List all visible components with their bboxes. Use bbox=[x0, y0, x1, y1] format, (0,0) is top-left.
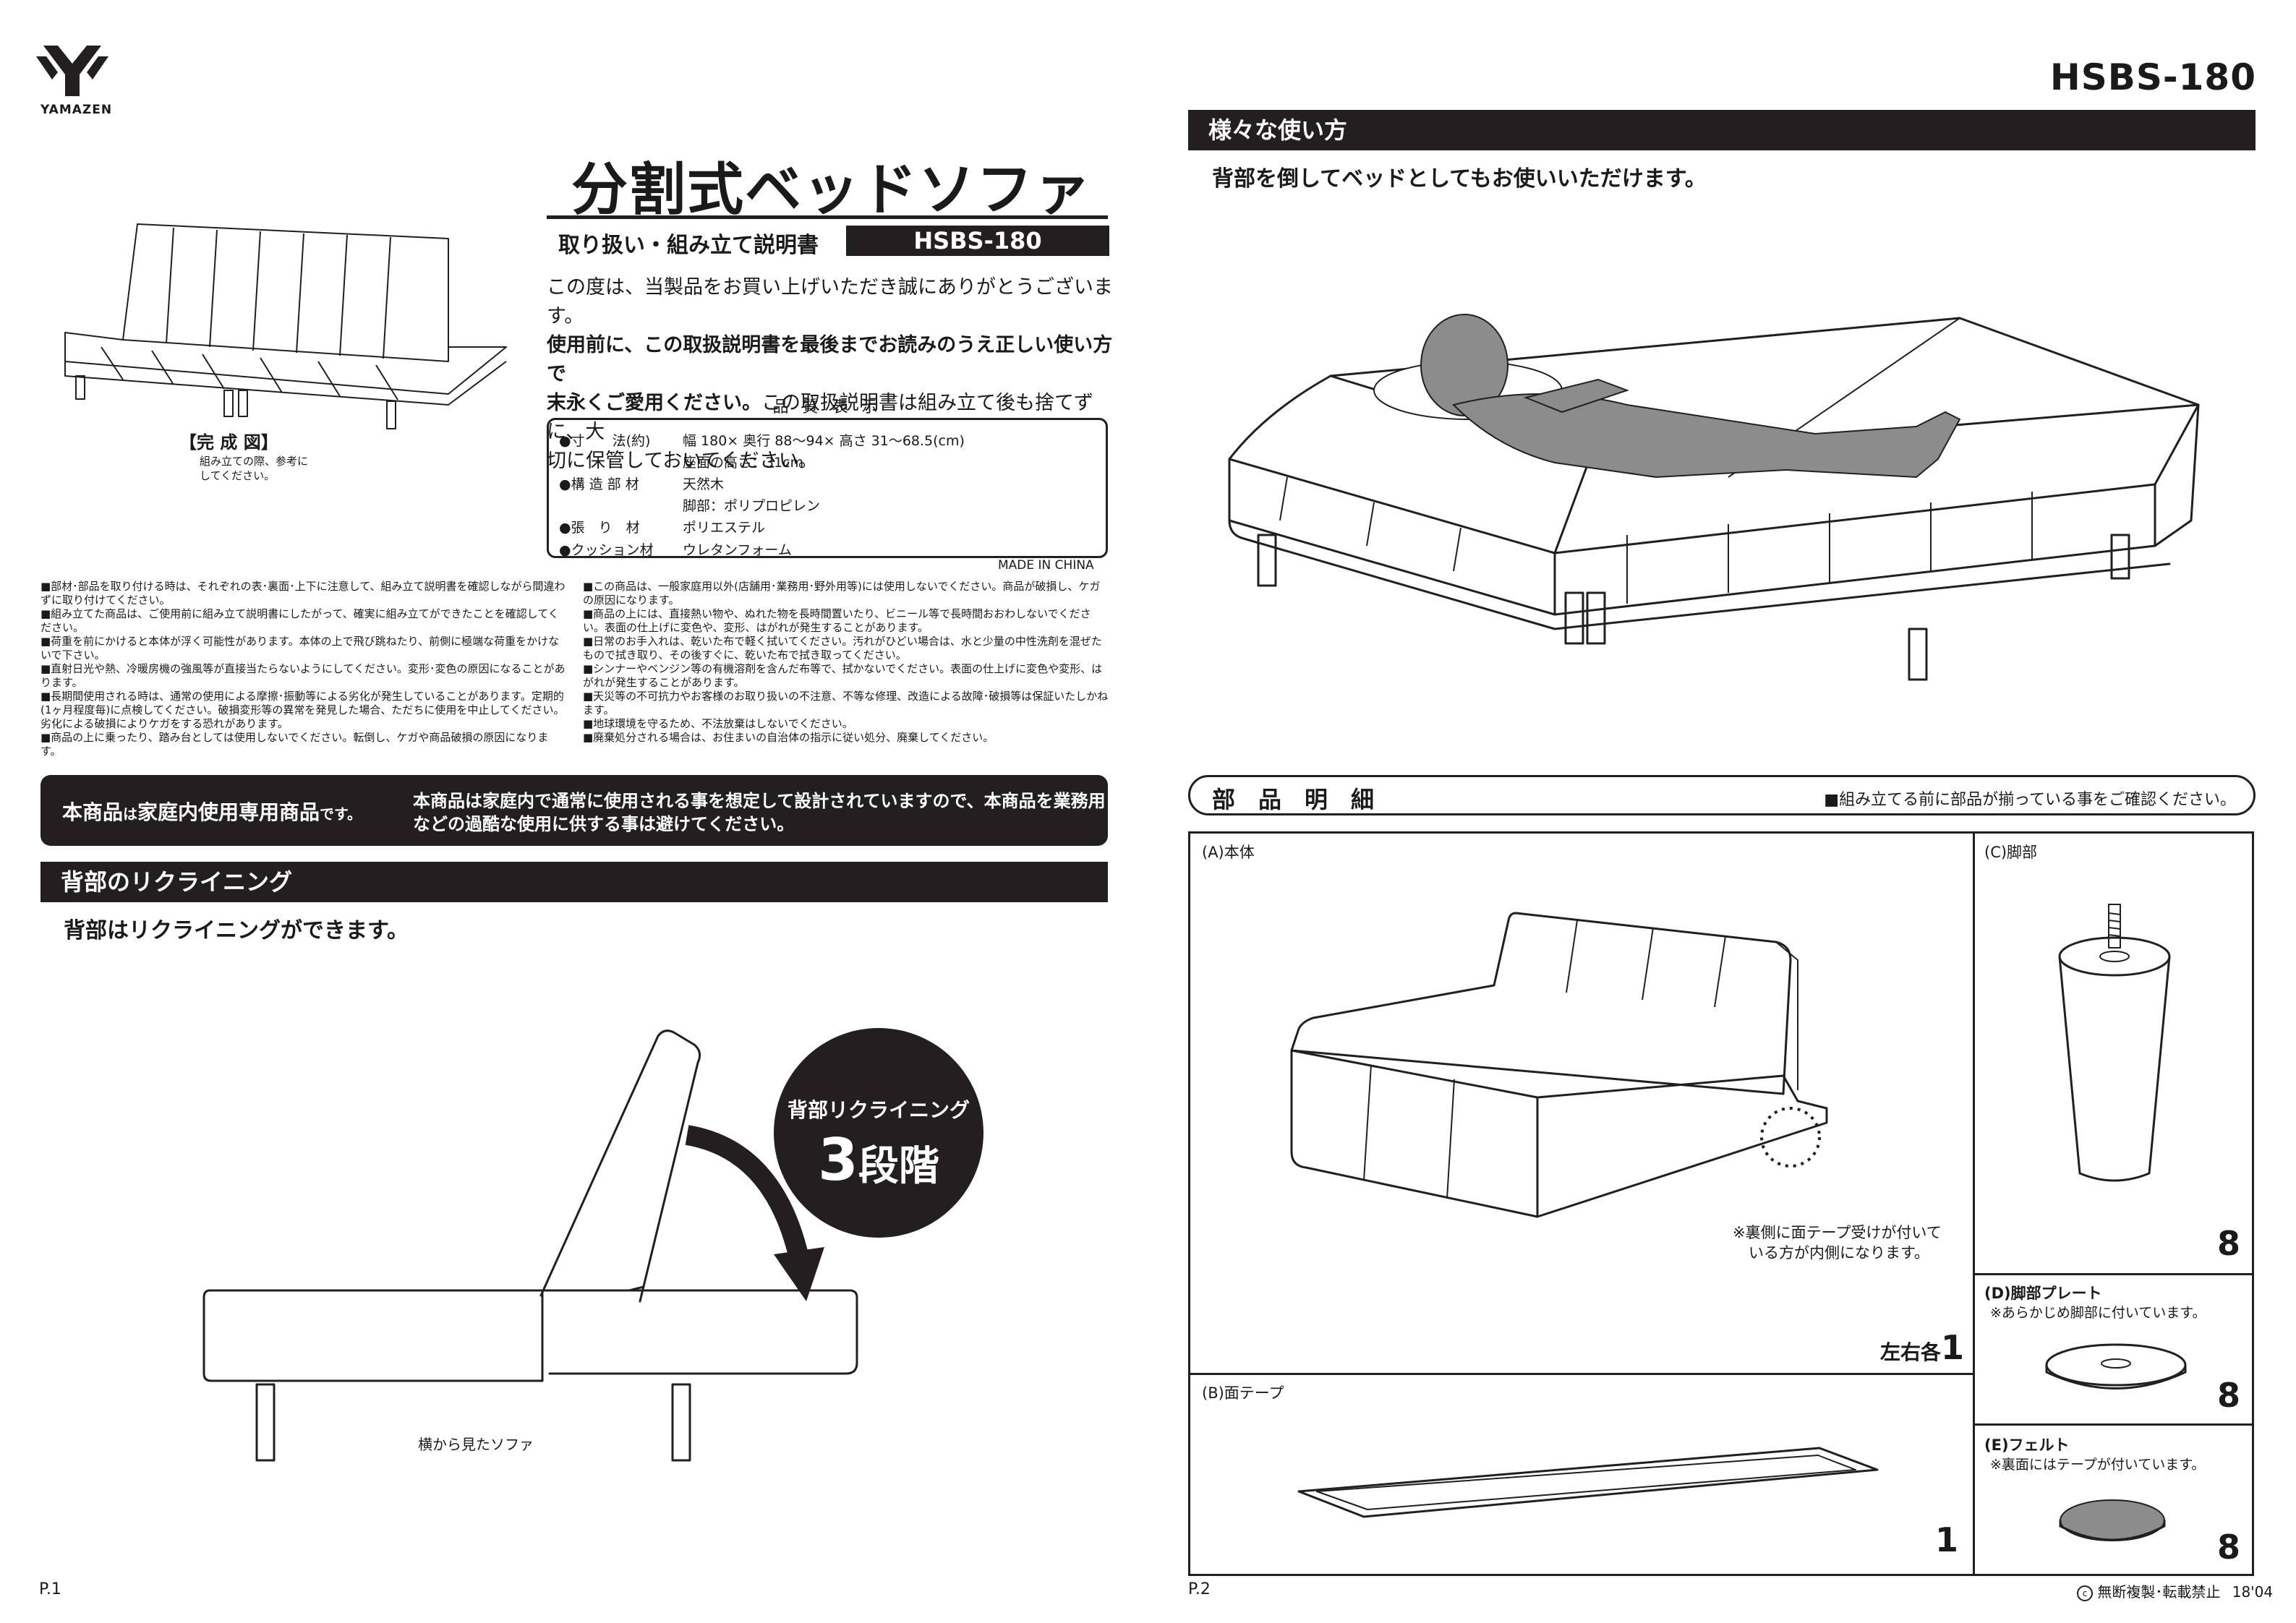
quality-row: ●張 り 材ポリエステル bbox=[559, 520, 766, 536]
part-b-tape-figure bbox=[1297, 1447, 1879, 1518]
part-c-count: 8 bbox=[2217, 1224, 2241, 1263]
parts-header: 部 品 明 細 ■組み立てる前に部品が揃っている事をご確認ください。 bbox=[1188, 775, 2256, 815]
part-d-label: (D)脚部プレート bbox=[1984, 1285, 2102, 1302]
cautions-left: ■部材･部品を取り付ける時は、それぞれの表･裏面･上下に注意して、組み立て説明書… bbox=[40, 580, 568, 758]
part-a-sofa-figure bbox=[1290, 912, 1828, 1218]
intro-line-4: 切に保管しておいてください。 bbox=[547, 450, 818, 472]
reclining-header: 背部のリクライニング bbox=[40, 862, 1108, 902]
completed-label: 【完 成 図】 bbox=[179, 432, 278, 453]
badge-line-1: 背部リクライニング bbox=[787, 1098, 970, 1122]
intro-line-1: この度は、当製品をお買い上げいただき誠にありがとうございます。 bbox=[547, 276, 1113, 327]
product-title: 分割式ベッドソファ bbox=[571, 158, 1092, 223]
part-e-note: ※裏面にはテープが付いています。 bbox=[1990, 1457, 2206, 1473]
quality-row: ●クッション材ウレタンフォーム bbox=[559, 542, 792, 558]
home-use-banner: 本商品は家庭内使用専用商品です。 本商品は家庭内で通常に使用される事を想定して設… bbox=[40, 775, 1108, 846]
intro-line-3-rest: この取扱説明書は組み立て後も捨てずに、大 bbox=[547, 392, 1093, 443]
parts-title: 部 品 明 細 bbox=[1212, 786, 1375, 813]
part-c-label: (C)脚部 bbox=[1984, 844, 2038, 861]
grid-vline bbox=[1973, 834, 1975, 1574]
parts-grid: (A)本体 ※裏側に面テープ受けが付いて いる方が内側になります。 左右各1 (… bbox=[1188, 831, 2254, 1576]
part-e-felt-figure bbox=[2059, 1499, 2166, 1541]
part-b-count: 1 bbox=[1935, 1520, 1959, 1559]
home-use-title: 本商品は家庭内使用専用商品です。 bbox=[62, 800, 362, 824]
brand-logo: YAMAZEN bbox=[36, 42, 111, 121]
intro-line-3: 末永くご愛用ください。この取扱説明書は組み立て後も捨てずに、大 bbox=[547, 389, 1125, 447]
brand-name: YAMAZEN bbox=[40, 103, 113, 117]
parts-note: ■組み立てる前に部品が揃っている事をご確認ください。 bbox=[1824, 791, 2236, 809]
caution-item: ■商品の上には、直接熱い物や、ぬれた物を長時間置いたり、ビニール等で長時間おおわ… bbox=[583, 607, 1091, 634]
part-a-note: ※裏側に面テープ受けが付いて いる方が内側になります。 bbox=[1733, 1224, 1942, 1262]
home-use-text: 本商品は家庭内で通常に使用される事を想定して設計されていますので、本商品を業務用… bbox=[413, 791, 1106, 834]
part-b-label: (B)面テープ bbox=[1202, 1384, 1284, 1402]
badge-steps: 3段階 bbox=[818, 1126, 939, 1194]
caution-item: ■荷重を前にかけると本体が浮く可能性があります。本体の上で飛び跳ねたり、前側に極… bbox=[40, 635, 560, 661]
caution-item: ■シンナーやベンジン等の有機溶剤を含んだ布等で、拭かないでください。表面の仕上げ… bbox=[583, 662, 1103, 689]
grid-hline-a bbox=[1190, 1373, 1973, 1375]
origin-label: MADE IN CHINA bbox=[998, 558, 1094, 573]
part-a-count: 左右各1 bbox=[1879, 1328, 1964, 1367]
yamazen-logo-icon bbox=[36, 46, 108, 96]
caution-item: ■この商品は、一般家庭用以外(店舗用･業務用･野外用等)には使用しないでください… bbox=[583, 580, 1101, 607]
usage-header: 様々な使い方 bbox=[1188, 110, 2256, 150]
quality-row: ●寸 法(約)幅 180× 奥行 88～94× 高さ 31～68.5(cm) bbox=[559, 433, 965, 449]
model-tag: HSBS-180 bbox=[846, 226, 1109, 256]
reclining-text: 背部はリクライニングができます。 bbox=[64, 918, 409, 943]
usage-text: 背部を倒してベッドとしてもお使いいただけます。 bbox=[1212, 166, 1707, 192]
caution-item: ■地球環境を守るため、不法放棄はしないでください。 bbox=[583, 717, 853, 730]
part-c-leg-figure bbox=[2058, 904, 2171, 1182]
caution-item: ■直射日光や熱、冷暖房機の強風等が直接当たらないようにしてください。変形･変色の… bbox=[40, 662, 566, 689]
part-d-plate-figure bbox=[2045, 1343, 2187, 1389]
quality-box: ●寸 法(約)幅 180× 奥行 88～94× 高さ 31～68.5(cm) 座… bbox=[547, 418, 1108, 558]
title-rule bbox=[547, 215, 1108, 219]
quality-row: ●構 造 部 材天然木 bbox=[559, 476, 725, 492]
side-view-caption: 横から見たソファ bbox=[418, 1436, 534, 1453]
caution-item: ■長期間使用される時は、通常の使用による摩擦･振動等による劣化が発生していること… bbox=[40, 690, 565, 730]
caution-item: ■廃棄処分される場合は、お住まいの自治体の指示に従い処分、廃棄してください。 bbox=[583, 731, 994, 744]
caution-item: ■部材･部品を取り付ける時は、それぞれの表･裏面･上下に注意して、組み立て説明書… bbox=[40, 580, 566, 607]
page-number-2: P.2 bbox=[1188, 1580, 1211, 1598]
copyright-icon: c bbox=[2077, 1585, 2093, 1601]
intro-line-3-bold: 末永くご愛用ください。 bbox=[547, 392, 761, 414]
completed-sofa-figure bbox=[64, 223, 507, 429]
lying-person-silhouette bbox=[1420, 314, 1961, 479]
bed-with-person-figure bbox=[1228, 314, 2200, 681]
grid-hline-c bbox=[1975, 1273, 2253, 1275]
copyright-line: c 無断複製･転載禁止 18'04 bbox=[2077, 1580, 2273, 1601]
page-number-1: P.1 bbox=[39, 1580, 61, 1598]
caution-item: ■組み立てた商品は、ご使用前に組み立て説明書にしたがって、確実に組み立てができた… bbox=[40, 607, 559, 634]
side-view-sofa-figure bbox=[202, 1029, 858, 1462]
product-subtitle: 取り扱い・組み立て説明書 bbox=[558, 233, 819, 258]
caution-item: ■日常のお手入れは、乾いた布で軽く拭いてください。汚れがひどい場合は、水と少量の… bbox=[583, 635, 1102, 661]
quality-row: 座面の高さ：31cm bbox=[683, 455, 804, 471]
part-d-note: ※あらかじめ脚部に付いています。 bbox=[1990, 1305, 2206, 1321]
quality-table: ●寸 法(約)幅 180× 奥行 88～94× 高さ 31～68.5(cm) 座… bbox=[559, 429, 965, 560]
quality-row: 脚部：ポリプロピレン bbox=[683, 498, 821, 514]
part-e-count: 8 bbox=[2217, 1528, 2241, 1567]
part-a-label: (A)本体 bbox=[1202, 844, 1255, 861]
curved-arrow-icon bbox=[685, 1125, 824, 1301]
model-number-header: HSBS-180 bbox=[2049, 56, 2256, 98]
intro-line-2: 使用前に、この取扱説明書を最後までお読みのうえ正しい使い方で bbox=[547, 334, 1113, 385]
part-e-label: (E)フェルト bbox=[1984, 1436, 2070, 1454]
caution-item: ■商品の上に乗ったり、踏み台としては使用しないでください。転倒し、ケガや商品破損… bbox=[40, 731, 549, 758]
completed-note: 組み立ての際、参考にしてください。 bbox=[200, 455, 309, 482]
part-d-count: 8 bbox=[2217, 1376, 2241, 1415]
quality-title: 品 質 表 示 bbox=[772, 398, 882, 416]
reclining-badge: 背部リクライニング 3段階 bbox=[774, 1028, 983, 1238]
intro-text: この度は、当製品をお買い上げいただき誠にありがとうございます。 使用前に、この取… bbox=[547, 273, 1125, 476]
cautions-right: ■この商品は、一般家庭用以外(店舗用･業務用･野外用等)には使用しないでください… bbox=[583, 580, 1111, 745]
grid-hline-d bbox=[1975, 1423, 2253, 1426]
caution-item: ■天災等の不可抗力やお客様のお取り扱いの不注意、不等な修理、改造による故障･破損… bbox=[583, 690, 1109, 716]
